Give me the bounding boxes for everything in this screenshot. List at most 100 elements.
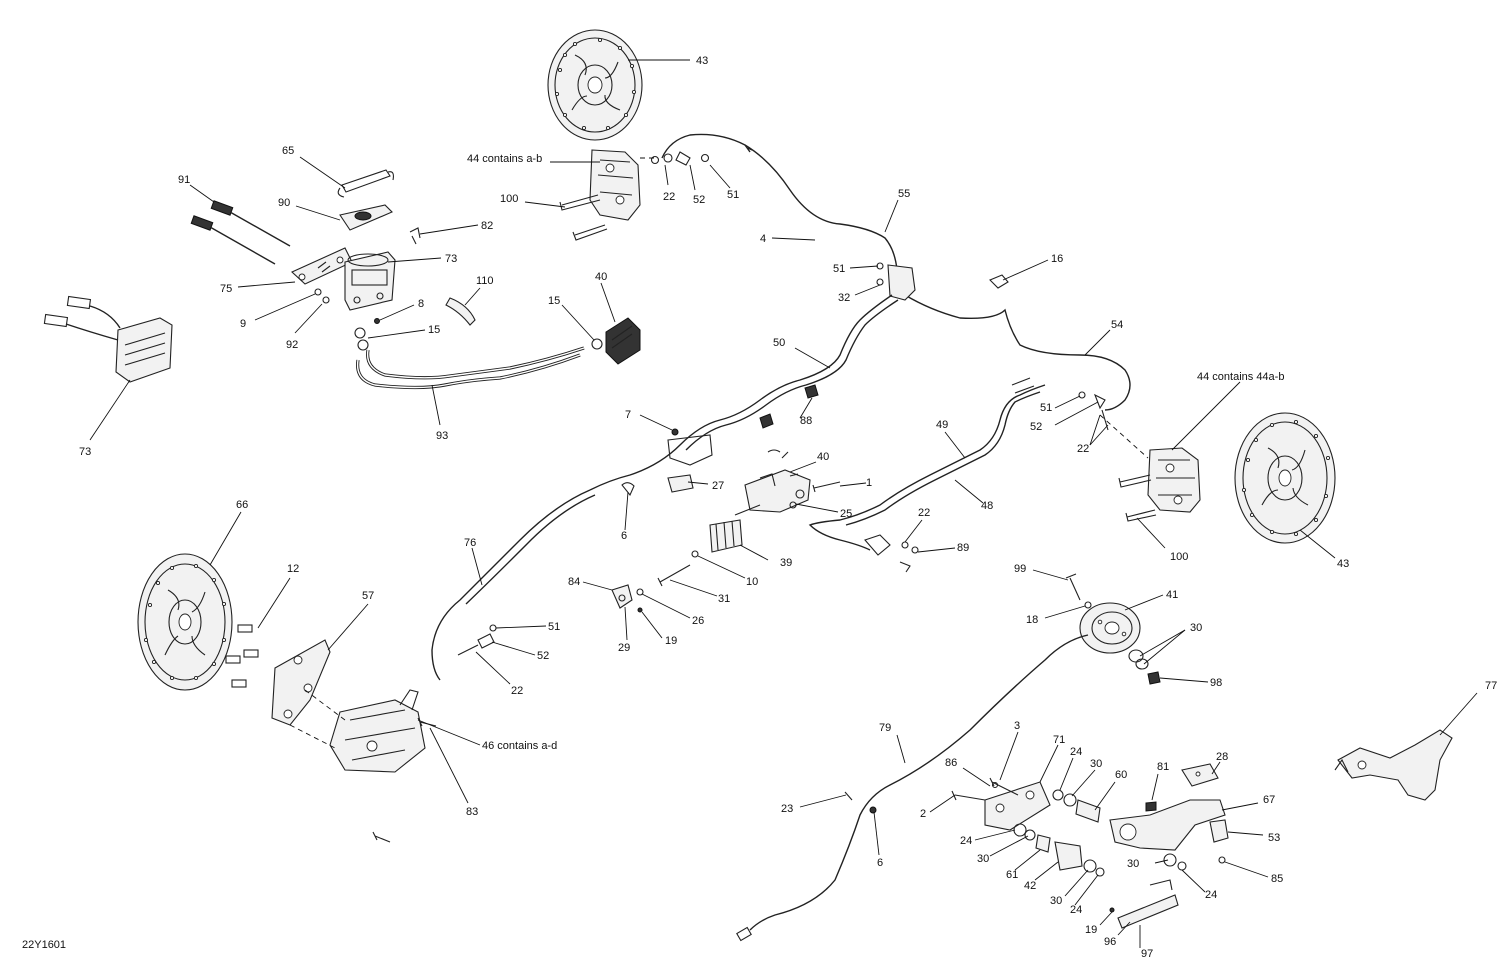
caliper-bracket-57 bbox=[271, 639, 331, 726]
callout-79: 79 bbox=[879, 722, 891, 734]
callout-51-mid: 51 bbox=[833, 263, 845, 275]
callout-92: 92 bbox=[286, 339, 298, 351]
callout-40-top: 40 bbox=[595, 271, 607, 283]
callout-61: 61 bbox=[1006, 869, 1018, 881]
callout-27: 27 bbox=[712, 480, 724, 492]
rear-caliper-46 bbox=[329, 689, 426, 773]
rear-drum-41 bbox=[1079, 602, 1141, 654]
washer-25 bbox=[789, 501, 797, 509]
pushrod-31-10 bbox=[636, 550, 699, 596]
callout-22-low: 22 bbox=[511, 685, 523, 697]
callout-90: 90 bbox=[278, 197, 290, 209]
callout-31: 31 bbox=[718, 593, 730, 605]
callout-53: 53 bbox=[1268, 832, 1280, 844]
pedal-bracket-71 bbox=[984, 781, 1051, 831]
fittings-low-51-52-22 bbox=[457, 624, 497, 656]
callout-10: 10 bbox=[746, 576, 758, 588]
callout-23: 23 bbox=[781, 803, 793, 815]
switch-sensor-91 bbox=[190, 200, 291, 265]
valve-block-40-top bbox=[605, 317, 641, 365]
callout-7: 7 bbox=[625, 409, 631, 421]
clamps-15 bbox=[354, 327, 603, 351]
bolts-82 bbox=[409, 227, 421, 245]
bolt-81 bbox=[1145, 801, 1157, 812]
callout-40-mid: 40 bbox=[817, 451, 829, 463]
callout-84: 84 bbox=[568, 576, 580, 588]
bushings-24-30-60-61-42 bbox=[1013, 789, 1105, 877]
callout-51-top: 51 bbox=[727, 189, 739, 201]
alignment-dashes bbox=[289, 157, 1149, 749]
callout-65: 65 bbox=[282, 145, 294, 157]
callout-49: 49 bbox=[936, 419, 948, 431]
callout-26: 26 bbox=[692, 615, 704, 627]
clamp-6-mid bbox=[621, 482, 635, 497]
callout-43-top: 43 bbox=[696, 55, 708, 67]
callout-1: 1 bbox=[866, 477, 872, 489]
callout-15-left: 15 bbox=[428, 324, 440, 336]
callout-67: 67 bbox=[1263, 794, 1275, 806]
callout-91: 91 bbox=[178, 174, 190, 186]
callout-25: 25 bbox=[840, 508, 852, 520]
brake-line-54 bbox=[904, 274, 1131, 411]
callout-30-c: 30 bbox=[1050, 895, 1062, 907]
callout-24-a: 24 bbox=[1070, 746, 1082, 758]
master-reservoir-73 bbox=[344, 251, 396, 311]
right-front-disc bbox=[1234, 412, 1336, 544]
front-caliper-top bbox=[559, 149, 641, 241]
callout-89: 89 bbox=[957, 542, 969, 554]
callout-6-low: 6 bbox=[877, 857, 883, 869]
callout-24-b: 24 bbox=[960, 835, 972, 847]
bolt-1 bbox=[812, 481, 841, 493]
callout-46: 46 contains a-d bbox=[482, 740, 557, 752]
disc-bolts-12 bbox=[225, 624, 259, 688]
callout-8: 8 bbox=[418, 298, 424, 310]
callout-4: 4 bbox=[760, 233, 766, 245]
callout-43-right: 43 bbox=[1337, 558, 1349, 570]
callout-60: 60 bbox=[1115, 769, 1127, 781]
brake-pedal-77 bbox=[1334, 729, 1453, 801]
callout-55: 55 bbox=[898, 188, 910, 200]
parking-cable-79 bbox=[736, 634, 1089, 942]
pad-28-block bbox=[1181, 763, 1219, 787]
callout-24-c: 24 bbox=[1070, 904, 1082, 916]
callout-76: 76 bbox=[464, 537, 476, 549]
callout-110: 110 bbox=[476, 275, 494, 287]
callout-77: 77 bbox=[1485, 680, 1497, 692]
callout-73-left: 73 bbox=[79, 446, 91, 458]
callout-51-right: 51 bbox=[1040, 402, 1052, 414]
callout-labels: 43 44 contains a-b 65 91 90 82 100 22 52… bbox=[79, 55, 1497, 960]
callout-18: 18 bbox=[1026, 614, 1038, 626]
brake-junction-block bbox=[876, 262, 916, 301]
brake-line-55 bbox=[661, 133, 906, 296]
spring-53-bracket bbox=[1209, 819, 1229, 864]
callout-44-top: 44 contains a-b bbox=[467, 153, 542, 165]
callout-15-right: 15 bbox=[548, 295, 560, 307]
callout-30-d: 30 bbox=[1127, 858, 1139, 870]
hose-110 bbox=[445, 297, 476, 326]
callout-54: 54 bbox=[1111, 319, 1123, 331]
callout-66: 66 bbox=[236, 499, 248, 511]
callout-19-mid: 19 bbox=[665, 635, 677, 647]
callout-75: 75 bbox=[220, 283, 232, 295]
brake-line-50 bbox=[589, 294, 899, 491]
callout-30-b: 30 bbox=[977, 853, 989, 865]
callout-88: 88 bbox=[800, 415, 812, 427]
callout-6-mid: 6 bbox=[621, 530, 627, 542]
abs-module-73 bbox=[43, 295, 173, 383]
callout-3: 3 bbox=[1014, 720, 1020, 732]
clevis-84-29-26 bbox=[611, 584, 643, 613]
bracket-7-area bbox=[667, 428, 713, 466]
callout-51-low: 51 bbox=[548, 621, 560, 633]
rear-brake-disc-66 bbox=[137, 553, 233, 691]
callout-9: 9 bbox=[240, 318, 246, 330]
master-cylinder-40 bbox=[734, 449, 811, 516]
boot-39 bbox=[709, 519, 743, 553]
callout-30-a: 30 bbox=[1090, 758, 1102, 770]
callout-96: 96 bbox=[1104, 936, 1116, 948]
callout-39: 39 bbox=[780, 557, 792, 569]
callout-29: 29 bbox=[618, 642, 630, 654]
callout-42: 42 bbox=[1024, 880, 1036, 892]
fittings-22-89 bbox=[899, 541, 919, 573]
callout-52-right: 52 bbox=[1030, 421, 1042, 433]
right-front-caliper bbox=[1118, 447, 1201, 522]
